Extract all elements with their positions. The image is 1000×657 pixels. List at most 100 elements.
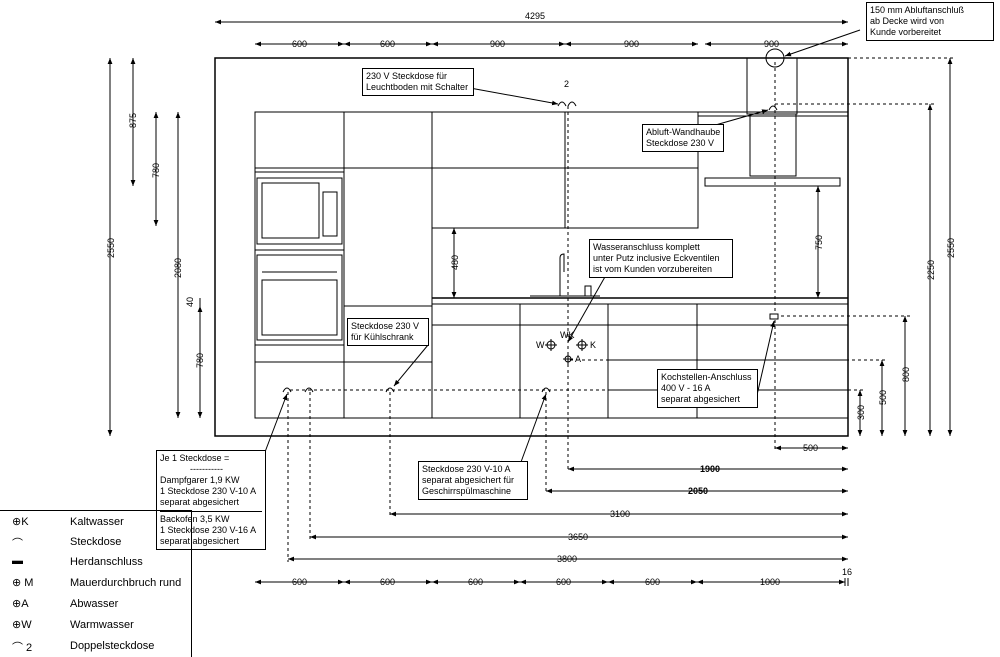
- dim-dist-3800: 3800: [557, 554, 577, 564]
- note-appliances-line: Dampfgarer 1,9 KW: [160, 475, 240, 485]
- outlet-icon: ⌒: [12, 538, 23, 550]
- legend-item-cold-water: ⊕K Kaltwasser: [0, 513, 190, 531]
- note-appliances-line: separat abgesichert: [160, 536, 240, 546]
- note-appliances-line: separat abgesichert: [160, 497, 240, 507]
- legend-item-drain: ⊕A Abwasser: [0, 595, 190, 613]
- note-exhaust-line: 150 mm Abluftanschluß: [870, 5, 965, 15]
- legend-label: Mauerdurchbruch rund: [70, 577, 182, 589]
- wall-penetration-icon: [765, 48, 785, 68]
- dim-top-3: 900: [490, 39, 505, 49]
- note-appliances-line: Backofen 3,5 KW: [160, 514, 230, 524]
- dim-bottom-6: 1000: [760, 577, 780, 587]
- wall-outline: [214, 57, 849, 437]
- legend-item-outlet: ⌒ Steckdose: [0, 533, 190, 551]
- dim-top-2: 600: [380, 39, 395, 49]
- note-fridge-line: Steckdose 230 V: [351, 321, 420, 331]
- dim-left-780-low: 780: [195, 353, 205, 368]
- left-dimension-lines: [107, 58, 203, 436]
- note-divider: [160, 511, 262, 512]
- note-appliances-line: 1 Steckdose 230 V-16 A: [160, 525, 257, 535]
- legend-label: Kaltwasser: [70, 516, 124, 528]
- dim-total-top: 4295: [525, 11, 545, 21]
- legend-label: Herdanschluss: [70, 556, 143, 568]
- dim-left-40: 40: [185, 297, 195, 307]
- range-hood: [704, 57, 841, 187]
- note-fridge: Steckdose 230 V für Kühlschrank: [347, 318, 429, 346]
- dim-dist-2050: 2050: [688, 486, 708, 496]
- note-appliances-line: -----------: [190, 464, 223, 474]
- dim-left-780-top: 780: [151, 163, 161, 178]
- dim-bottom-1: 600: [292, 577, 307, 587]
- water-warm-label: W: [536, 340, 545, 350]
- faucet: [530, 253, 600, 297]
- dim-top-4: 900: [624, 39, 639, 49]
- note-exhaust-line: Kunde vorbereitet: [870, 27, 942, 37]
- legend-label: Steckdose: [70, 536, 122, 548]
- water-wk-label: WK: [560, 330, 575, 340]
- crosshair-icon: ⊕K: [12, 516, 29, 528]
- dim-right-2550: 2550: [946, 238, 956, 258]
- note-light-outlet-line: Leuchtboden mit Schalter: [366, 82, 469, 92]
- crosshair-icon: ⊕W: [12, 619, 32, 631]
- dim-bottom-5: 600: [645, 577, 660, 587]
- upper-wall-cabinets: [431, 111, 849, 229]
- legend-label: Abwasser: [70, 598, 119, 610]
- double-outlet-count: 2: [564, 79, 569, 89]
- note-water-line: Wasseranschluss komplett: [593, 242, 700, 252]
- note-dishwasher-line: Steckdose 230 V-10 A: [422, 464, 511, 474]
- note-dishwasher-line: separat abgesichert für: [422, 475, 515, 485]
- dim-right-300: 300: [856, 405, 866, 420]
- reference-lines: [287, 62, 776, 562]
- note-hood-line: Abluft-Wandhaube: [646, 127, 721, 137]
- note-hood-line: Steckdose 230 V: [646, 138, 715, 148]
- dim-480: 480: [450, 255, 460, 270]
- dim-bottom-2: 600: [380, 577, 395, 587]
- legend-item-warm-water: ⊕W Warmwasser: [0, 616, 190, 634]
- dim-dist-3650: 3650: [568, 532, 588, 542]
- legend-label: Warmwasser: [70, 619, 134, 631]
- tall-oven-cabinet: [254, 111, 345, 419]
- note-cooktop-line: 400 V - 16 A: [661, 383, 711, 393]
- outlet-icon: [282, 101, 778, 393]
- dim-bottom-3: 600: [468, 577, 483, 587]
- note-dishwasher: Steckdose 230 V-10 A separat abgesichert…: [418, 461, 528, 500]
- stove-connection-icon: ▬: [12, 555, 23, 567]
- water-cold-label: K: [590, 340, 596, 350]
- note-appliances-line: Je 1 Steckdose =: [160, 453, 230, 463]
- dim-left-2080: 2080: [173, 258, 183, 278]
- note-appliances: Je 1 Steckdose = ----------- Dampfgarer …: [156, 450, 266, 550]
- dim-right-500: 500: [878, 390, 888, 405]
- note-cooktop-line: Kochstellen-Anschluss: [661, 372, 752, 382]
- note-hood: Abluft-Wandhaube Steckdose 230 V: [642, 124, 724, 152]
- note-light-outlet: 230 V Steckdose für Leuchtboden mit Scha…: [362, 68, 474, 96]
- crosshair-icon: ⊕A: [12, 598, 29, 610]
- dim-top-5: 900: [764, 39, 779, 49]
- dim-750: 750: [814, 235, 824, 250]
- legend-item-stove: ▬ Herdanschluss: [0, 553, 190, 571]
- note-exhaust: 150 mm Abluftanschluß ab Decke wird von …: [866, 2, 994, 41]
- note-dishwasher-line: Geschirrspülmaschine: [422, 486, 512, 496]
- dim-top-1: 600: [292, 39, 307, 49]
- note-cooktop: Kochstellen-Anschluss 400 V - 16 A separ…: [657, 369, 758, 408]
- right-dimension-lines: [290, 57, 955, 436]
- note-cooktop-line: separat abgesichert: [661, 394, 741, 404]
- note-light-outlet-line: 230 V Steckdose für: [366, 71, 448, 81]
- legend-item-double-outlet: ⌒ 2 Doppelsteckdose: [0, 637, 190, 655]
- note-water: Wasseranschluss komplett unter Putz incl…: [589, 239, 733, 278]
- drain-label: A: [575, 354, 581, 364]
- leader-lines: [264, 29, 861, 463]
- note-appliances-line: 1 Steckdose 230 V-10 A: [160, 486, 257, 496]
- tall-fridge-cabinet: [343, 111, 433, 419]
- note-fridge-line: für Kühlschrank: [351, 332, 414, 342]
- bottom-dimension-chain: [255, 578, 849, 586]
- distance-dimension-lines: [288, 445, 848, 562]
- note-water-line: ist vom Kunden vorzubereiten: [593, 264, 713, 274]
- crosshair-icon: [545, 339, 588, 364]
- note-water-line: unter Putz inclusive Eckventilen: [593, 253, 720, 263]
- double-outlet-icon: ⌒ 2: [12, 642, 33, 654]
- dim-dist-500: 500: [803, 443, 818, 453]
- legend: ⊕K Kaltwasser ⌒ Steckdose ▬ Herdanschlus…: [0, 510, 192, 657]
- stove-connection-icon: [769, 313, 779, 320]
- top-dimension-chain: [215, 19, 848, 47]
